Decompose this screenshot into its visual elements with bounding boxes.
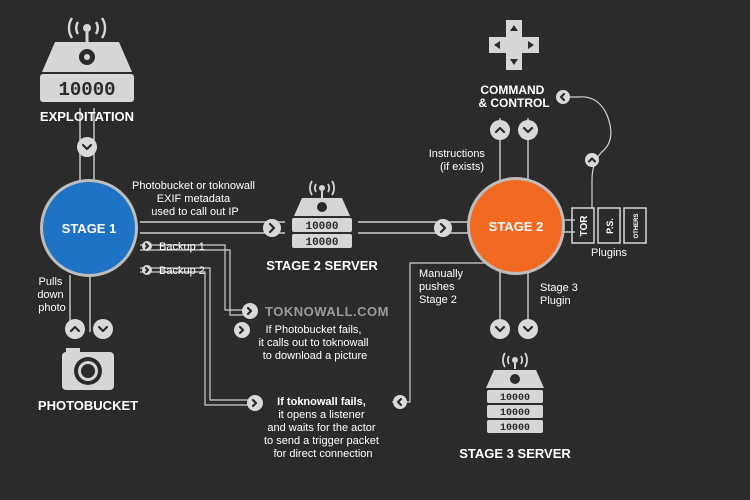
svg-text:10000: 10000 [500,423,530,434]
plugin-others: OTHERS [634,213,640,238]
server-digits: 10000 [58,79,115,101]
biohazard-server-icon: 10000 [40,42,134,102]
backup2-label: Backup 2 [159,265,205,277]
wifi-signal-icon [502,352,528,369]
connectors [69,96,612,406]
backup1-label: Backup 1 [159,241,205,253]
chevron-down-icon [490,319,510,339]
chevron-up-icon [490,120,510,140]
chevron-left-icon [393,395,407,409]
plugin-ps: P.S. [605,218,615,234]
chevron-down-icon [518,120,538,140]
chevron-right-icon [242,303,258,319]
pulls-label: Pulls down photo [37,276,66,314]
chevron-right-icon [142,265,152,275]
instructions-label: Instructions (if exists) [429,148,488,173]
command-control-label: COMMAND & CONTROL [478,83,549,110]
chevron-up-icon [585,153,599,167]
exif-label: Photobucket or toknowall EXIF metadata u… [132,180,258,218]
chevron-right-icon [263,219,281,237]
stage1-label: STAGE 1 [62,221,117,236]
chevron-right-icon [142,241,152,251]
wifi-signal-icon [309,180,335,198]
stage2-server-node: 10000 10000 STAGE 2 SERVER [266,180,378,273]
stage1-node: STAGE 1 [40,179,138,277]
plugin-box-tor [571,207,595,244]
plugins-group: TOR P.S. OTHERS Plugins [571,153,647,259]
camera-icon [62,348,114,390]
photobucket-label: PHOTOBUCKET [38,398,138,413]
stage3-plugin-label: Stage 3 Plugin [540,282,581,307]
manually-label: Manually pushes Stage 2 [419,268,466,306]
plugin-box-ps [597,207,621,244]
svg-text:10000: 10000 [305,237,338,249]
chevron-right-icon [434,219,452,237]
chevron-right-icon [247,395,263,411]
toknowall-fails-label: If toknowall fails, it opens a listener … [264,396,382,460]
stage3-server-label: STAGE 3 SERVER [459,446,571,461]
chevron-down-icon [77,137,97,157]
chevron-down-icon [518,319,538,339]
photobucket-fails-label: If Photobucket fails, it calls out to to… [258,324,371,362]
stage2-node: STAGE 2 [467,177,565,275]
plugin-tor: TOR [579,215,590,237]
plugins-label: Plugins [591,247,628,259]
chevron-up-icon [65,319,85,339]
wifi-signal-icon [67,17,107,42]
plugin-box-others [623,207,647,244]
dpad-icon [489,20,539,70]
svg-text:10000: 10000 [500,393,530,404]
toknowall-label: TOKNOWALL.COM [265,304,389,319]
stage3-server-node: 10000 10000 10000 STAGE 3 SERVER [459,352,571,461]
exploitation-label: EXPLOITATION [40,109,134,124]
stage2-label: STAGE 2 [489,219,544,234]
svg-text:10000: 10000 [305,221,338,233]
stage2-server-label: STAGE 2 SERVER [266,258,378,273]
chevron-down-icon [93,319,113,339]
chevron-right-icon [234,322,250,338]
chevron-left-icon [556,90,570,104]
command-control-node: COMMAND & CONTROL [478,20,570,110]
svg-text:10000: 10000 [500,408,530,419]
exploitation-node: 10000 EXPLOITATION [40,17,134,157]
